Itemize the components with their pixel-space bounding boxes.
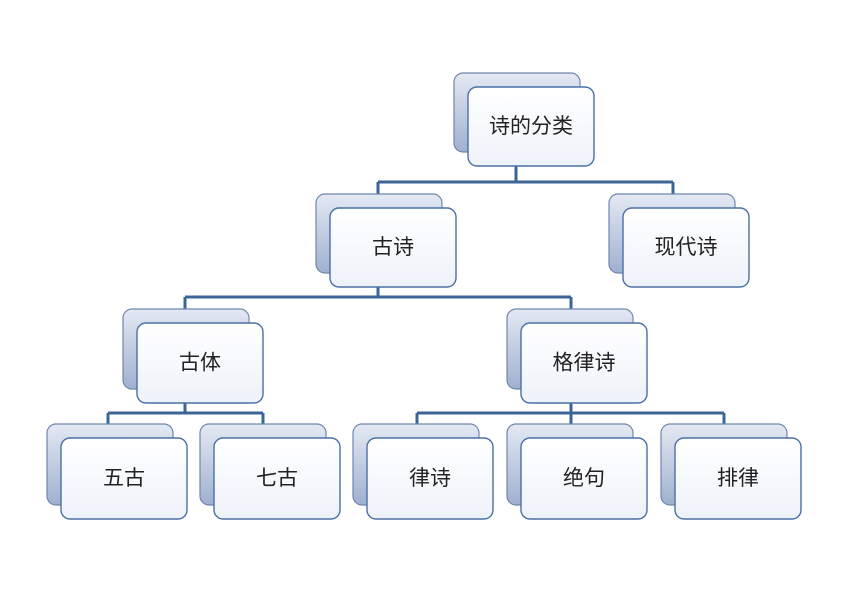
node-gelvshi: 格律诗 — [506, 308, 648, 404]
node-label: 古体 — [179, 351, 221, 375]
node-root: 诗的分类 — [453, 72, 595, 167]
node-box — [329, 207, 457, 288]
node-xiandaishi: 现代诗 — [608, 193, 750, 288]
node-label: 古诗 — [372, 235, 414, 259]
node-label: 排律 — [717, 466, 759, 490]
node-guti: 古体 — [122, 308, 264, 404]
node-label: 五古 — [103, 466, 145, 490]
node-box — [520, 322, 648, 404]
node-jueju: 绝句 — [506, 423, 648, 520]
node-gushi: 古诗 — [315, 193, 457, 288]
node-label: 七古 — [256, 466, 298, 490]
node-box — [674, 437, 802, 520]
node-label: 绝句 — [563, 466, 605, 490]
node-qigu: 七古 — [199, 423, 341, 520]
node-label: 现代诗 — [655, 235, 718, 259]
node-box — [136, 322, 264, 404]
node-pailv: 排律 — [660, 423, 802, 520]
connector-gushi-children — [183, 286, 573, 323]
node-wugu: 五古 — [46, 423, 188, 520]
connector-guti-children — [106, 403, 265, 438]
node-box — [520, 437, 648, 520]
connector-root-children — [376, 166, 675, 208]
node-box — [622, 207, 750, 288]
node-box — [213, 437, 341, 520]
node-label: 律诗 — [409, 466, 451, 490]
node-lvshi: 律诗 — [352, 423, 494, 520]
node-box — [366, 437, 494, 520]
node-box — [60, 437, 188, 520]
node-box — [467, 86, 595, 167]
node-label: 格律诗 — [553, 351, 616, 375]
node-label: 诗的分类 — [489, 114, 573, 138]
